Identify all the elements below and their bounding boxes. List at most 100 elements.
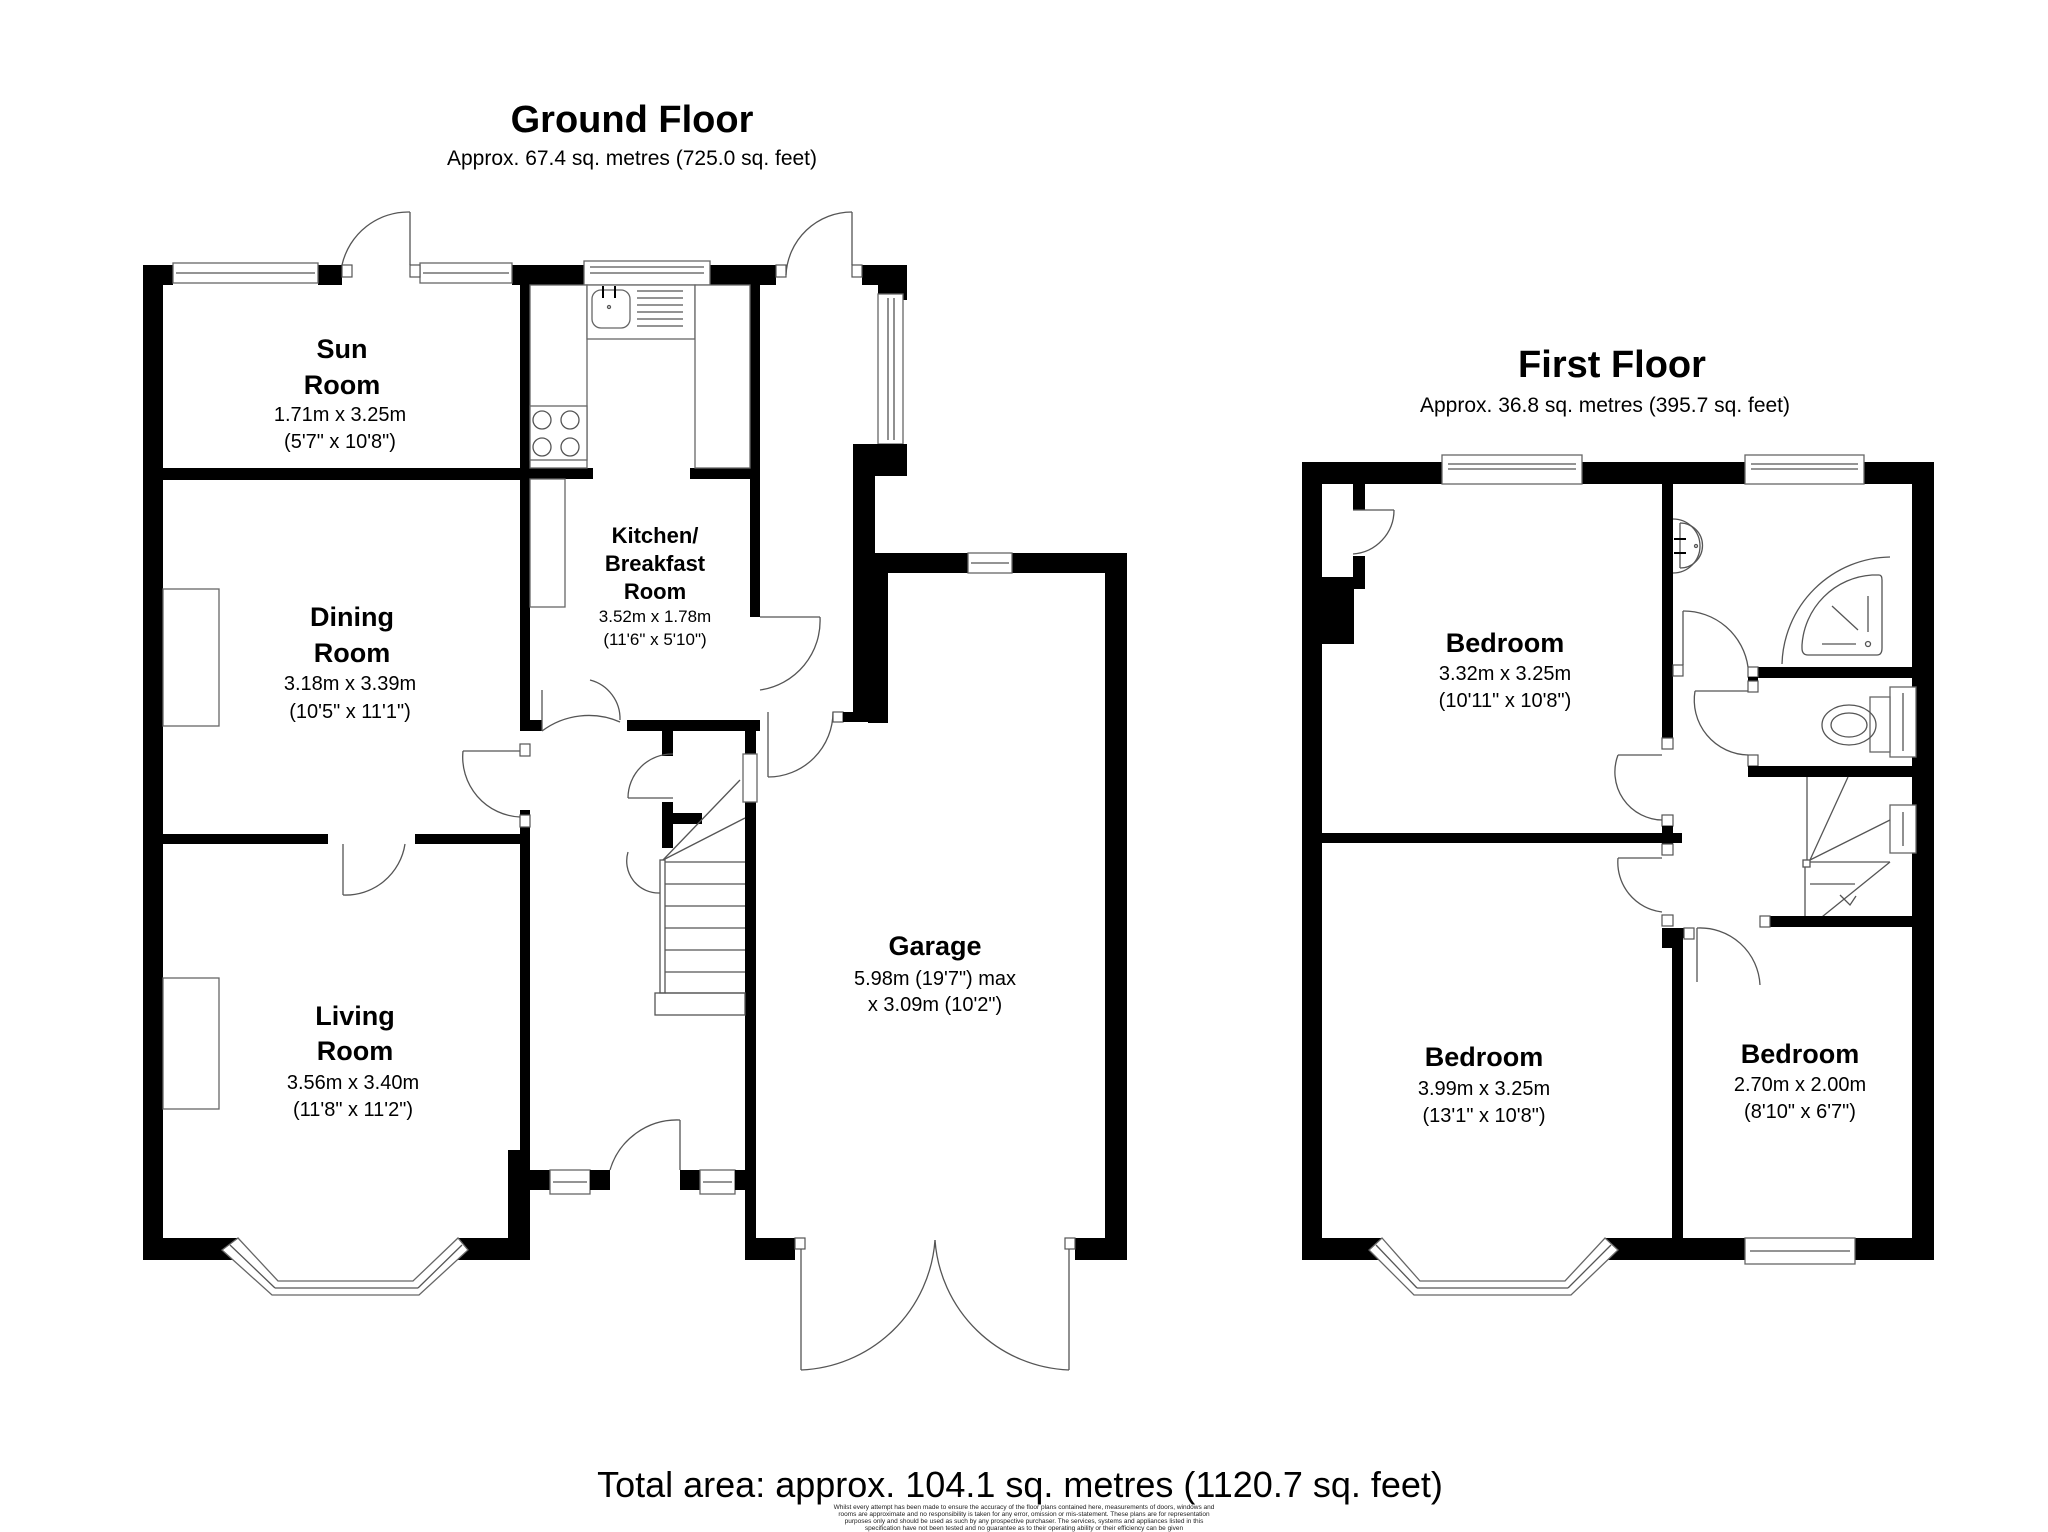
wall — [1322, 589, 1354, 644]
front-door — [609, 1119, 681, 1171]
wall — [530, 1170, 550, 1190]
door — [462, 743, 531, 828]
wall — [520, 720, 542, 731]
first-floor-area: Approx. 36.8 sq. metres (395.7 sq. feet) — [1420, 394, 1790, 417]
room-name: Sun — [317, 334, 368, 364]
first-floor-title: First Floor — [1518, 344, 1706, 386]
door — [1672, 610, 1749, 677]
disclaimer-line: specification have not been tested and n… — [865, 1525, 1184, 1532]
wall — [143, 1238, 238, 1260]
wall — [1855, 1238, 1934, 1260]
room-dimensions-imperial: (10'5" x 11'1") — [289, 701, 411, 723]
window — [742, 753, 758, 803]
door — [341, 211, 421, 278]
room-name: Bedroom — [1446, 628, 1565, 658]
wall — [745, 1238, 795, 1260]
wall — [745, 720, 756, 1260]
bay-window — [1368, 1237, 1619, 1296]
wall — [1748, 677, 1758, 681]
room-dimensions: 3.56m x 3.40m — [287, 1072, 419, 1094]
room-name: Bedroom — [1741, 1039, 1860, 1069]
disclaimer-line: purposes only and should be used as such… — [845, 1518, 1204, 1525]
ground-floor-plan: Sun Room 1.71m x 3.25m (5'7" x 10'8") Di… — [143, 211, 1127, 1371]
wall — [1302, 833, 1682, 843]
wall — [143, 265, 163, 1260]
room-name: Dining — [310, 602, 394, 632]
wall — [520, 810, 530, 1260]
door — [1617, 857, 1674, 927]
hob-icon — [529, 405, 588, 461]
wall — [680, 1170, 700, 1190]
wall — [690, 468, 760, 479]
disclaimer-line: rooms are approximate and no responsibil… — [838, 1511, 1210, 1518]
door — [342, 843, 406, 896]
door — [767, 711, 844, 778]
bay-window — [220, 1237, 469, 1296]
wall — [750, 265, 760, 617]
wall — [1758, 667, 1912, 678]
sink-icon — [591, 286, 683, 329]
room-name: Room — [304, 370, 381, 400]
room-name: Breakfast — [605, 551, 706, 576]
room-dimensions-imperial: (11'6" x 5'10") — [603, 630, 706, 649]
wall — [710, 265, 776, 285]
wall — [662, 813, 702, 824]
room-name: Kitchen/ — [612, 523, 699, 548]
wall — [1105, 553, 1127, 1260]
wall — [1748, 766, 1912, 777]
room-dimensions: 2.70m x 2.00m — [1734, 1074, 1866, 1096]
wall — [662, 731, 673, 756]
room-dimensions-imperial: (10'11" x 10'8") — [1439, 690, 1572, 712]
wall — [1012, 553, 1127, 573]
wall — [1912, 462, 1934, 1260]
ground-floor-title: Ground Floor — [511, 99, 754, 141]
room-dimensions-imperial: (5'7" x 10'8") — [284, 431, 396, 453]
wall — [1353, 484, 1365, 510]
wall — [1302, 1238, 1382, 1260]
wall — [143, 468, 528, 480]
room-dimensions: 3.18m x 3.39m — [284, 673, 416, 695]
room-name: Living — [315, 1001, 395, 1031]
shower-icon — [1781, 556, 1891, 665]
wall — [318, 265, 342, 285]
room-name: Room — [317, 1036, 394, 1066]
wall — [868, 553, 888, 723]
wall — [662, 802, 673, 848]
wall — [843, 712, 875, 722]
wall — [1302, 462, 1442, 484]
room-dimensions: 3.32m x 3.25m — [1439, 663, 1571, 685]
wall — [1662, 928, 1684, 938]
room-dimensions-imperial: (11'8" x 11'2") — [293, 1099, 413, 1121]
wall — [1302, 462, 1322, 1260]
wall — [1582, 462, 1745, 484]
counter — [694, 284, 751, 469]
wall — [1075, 1238, 1127, 1260]
wall — [520, 468, 593, 479]
ground-floor-area: Approx. 67.4 sq. metres (725.0 sq. feet) — [447, 147, 817, 170]
toilet-icon — [1821, 696, 1891, 753]
room-dimensions-imperial: (13'1" x 10'8") — [1422, 1105, 1545, 1127]
wall — [1770, 916, 1912, 927]
wall — [415, 834, 530, 844]
wall — [627, 720, 745, 731]
room-name: Room — [624, 579, 686, 604]
door — [1614, 754, 1674, 827]
wall — [143, 834, 328, 844]
wall — [1353, 556, 1365, 589]
chimney-breast — [162, 588, 220, 727]
total-area: Total area: approx. 104.1 sq. metres (11… — [597, 1464, 1443, 1505]
window — [877, 293, 904, 445]
door — [1352, 509, 1395, 555]
room-dimensions-imperial: (8'10" x 6'7") — [1744, 1101, 1856, 1123]
counter — [529, 478, 566, 608]
wall — [1605, 1238, 1745, 1260]
door — [541, 679, 621, 732]
room-name: Garage — [888, 931, 981, 961]
first-floor-plan: Bedroom 3.32m x 3.25m (10'11" x 10'8") B… — [1302, 454, 1934, 1296]
disclaimer-line: Whilst every attempt has been made to en… — [834, 1504, 1215, 1511]
door — [775, 211, 863, 278]
staircase — [1802, 776, 1891, 926]
door — [626, 753, 674, 894]
wall — [590, 1170, 610, 1190]
